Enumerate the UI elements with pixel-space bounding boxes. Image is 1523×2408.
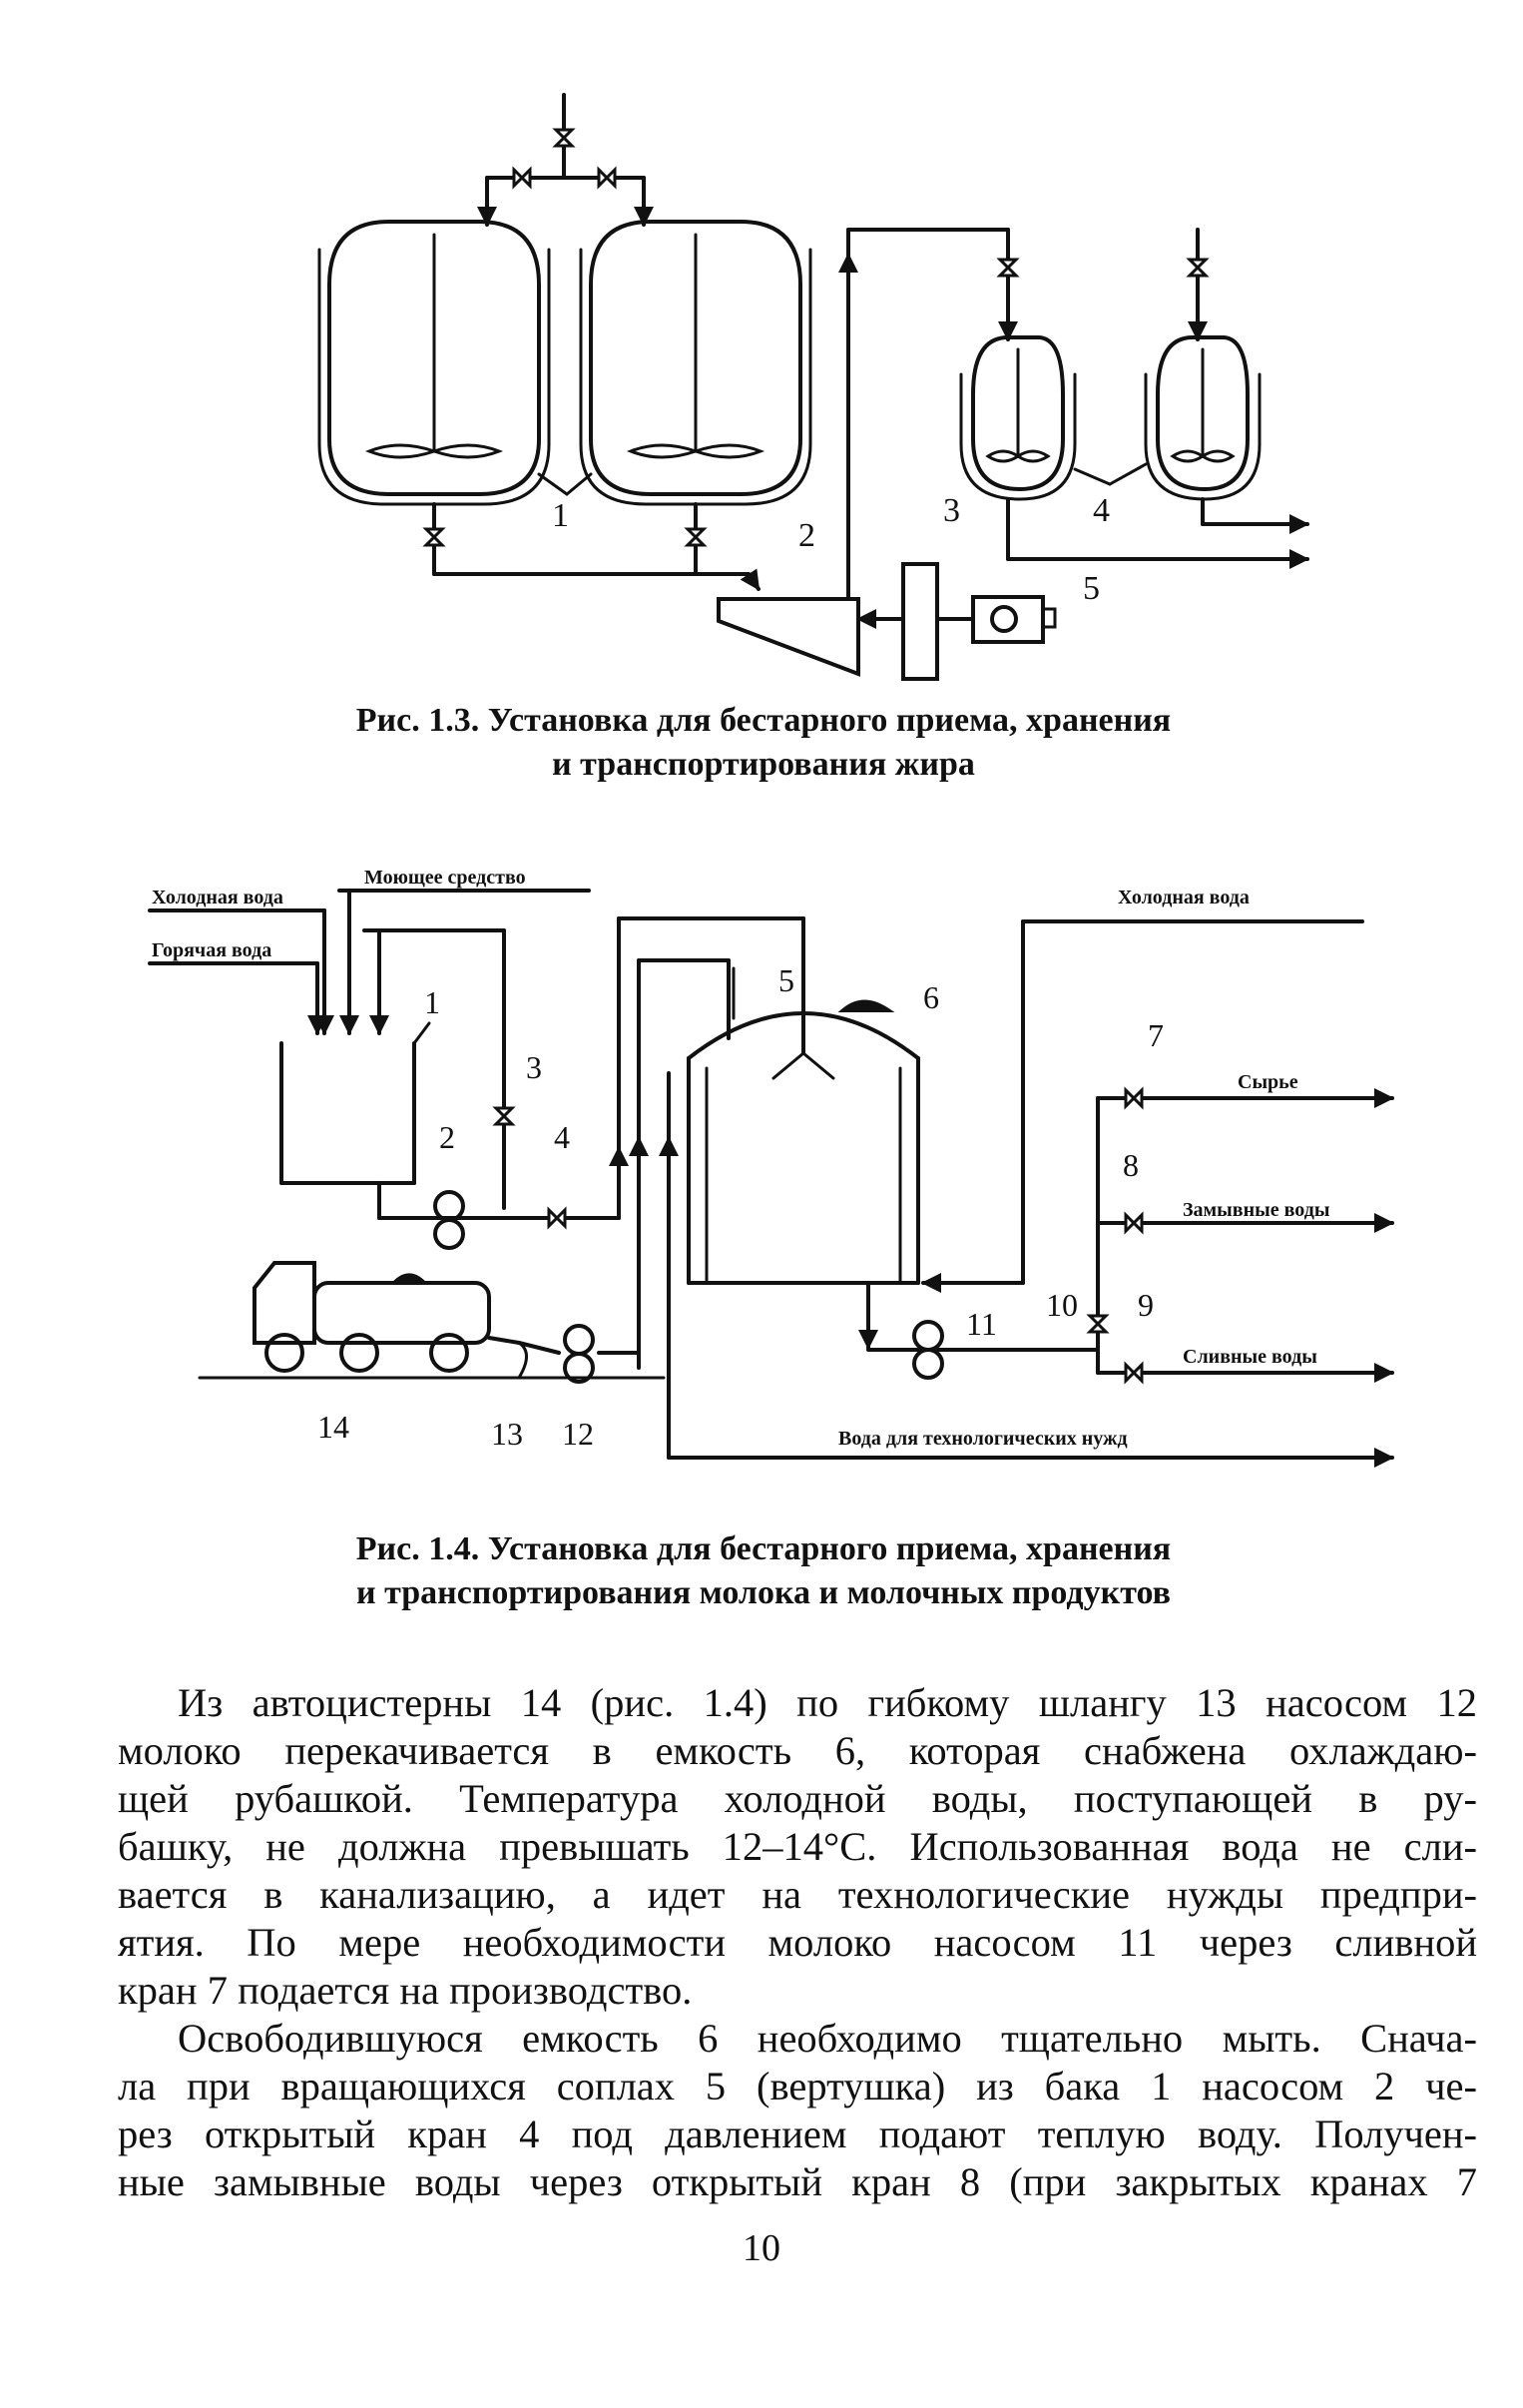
text-line: башку, не должна превышать 12–14°С. Испо… [118, 1824, 1477, 1869]
label-8: 8 [1123, 1147, 1139, 1183]
label-4: 4 [1093, 492, 1110, 529]
label-7: 7 [1148, 1017, 1164, 1053]
hot-water-label: Горячая вода [152, 939, 271, 961]
fat-drain-line [422, 502, 761, 591]
milk-tanker-14 [198, 1261, 666, 1384]
text-line: Освободившуюся емкость 6 необходимо тщат… [178, 2016, 1477, 2061]
filter-3 [856, 562, 975, 681]
wash-water-label: Замывные воды [1183, 1199, 1330, 1221]
label-10: 10 [1046, 1287, 1078, 1323]
figure-1-4-stream-labels: Холодная вода Горячая вода Моющее средст… [152, 867, 1330, 1450]
label-1: 1 [424, 984, 440, 1020]
caption-line: и транспортирования жира [552, 746, 975, 783]
figure-1-3-numbers: 1 2 3 4 5 [552, 492, 1110, 607]
text-line: ятия. По мере необходимости молоко насос… [118, 1920, 1477, 1965]
drain-pump-11 [858, 1281, 1100, 1380]
process-water-label: Вода для технологических нужд [838, 1428, 1128, 1450]
label-5: 5 [1083, 570, 1100, 607]
text-line: ла при вращающихся соплах 5 (вертушка) и… [118, 2064, 1477, 2108]
label-9: 9 [1138, 1287, 1154, 1323]
label-2: 2 [439, 1119, 455, 1155]
wash-circuit [377, 916, 805, 1250]
text-line: кран 7 подается на производство. [118, 1968, 693, 2013]
water-feed-lines [148, 889, 591, 1210]
text-line: рез открытый кран 4 под давлением подают… [118, 2111, 1477, 2156]
caption-line: и транспортирования молока и молочных пр… [356, 1574, 1171, 1611]
text-line: щей рубашкой. Температура холодной воды,… [118, 1776, 1477, 1821]
paragraph-1: Из автоцистерны 14 (рис. 1.4) по гибкому… [118, 1679, 1477, 2015]
wash-tank-1 [279, 1021, 431, 1185]
fat-supply-line [477, 93, 654, 227]
caption-line: Рис. 1.3. Установка для бестарного прием… [355, 702, 1172, 739]
body-text: Из автоцистерны 14 (рис. 1.4) по гибкому… [118, 1679, 1477, 2206]
label-4: 4 [554, 1119, 570, 1155]
label-5: 5 [778, 962, 794, 998]
label-11: 11 [966, 1306, 997, 1342]
figure-1-3-caption: Рис. 1.3. Установка для бестарного прием… [200, 699, 1327, 787]
label-14: 14 [317, 1409, 349, 1445]
distribution-valves [1086, 1086, 1394, 1385]
drain-water-label: Сливные воды [1183, 1346, 1317, 1368]
label-12: 12 [562, 1416, 594, 1452]
text-line: молоко перекачивается в емкость 6, котор… [118, 1728, 1477, 1773]
label-6: 6 [923, 979, 939, 1015]
label-1: 1 [552, 497, 569, 534]
label-3: 3 [526, 1049, 542, 1085]
detergent-label: Моющее средство [364, 867, 526, 889]
text-line: Из автоцистерны 14 (рис. 1.4) по гибкому… [178, 1680, 1477, 1725]
label-13: 13 [491, 1416, 523, 1452]
figure-1-4-numbers: 1 2 3 4 5 6 7 8 9 10 11 12 13 14 [317, 962, 1164, 1452]
cooling-water-lines [629, 919, 1394, 1468]
cold-water-left-label: Холодная вода [152, 887, 283, 908]
storage-tank-6 [687, 966, 920, 1285]
figure-1-4-caption: Рис. 1.4. Установка для бестарного прием… [200, 1527, 1327, 1615]
paragraph-2: Освободившуюся емкость 6 необходимо тщат… [118, 2015, 1477, 2206]
label-3: 3 [943, 492, 960, 529]
raw-label: Сырье [1238, 1071, 1298, 1093]
cold-water-right-label: Холодная вода [1118, 887, 1250, 908]
text-line: ные замывные воды через открытый кран 8 … [118, 2159, 1477, 2204]
pump-12 [563, 1324, 595, 1356]
caption-line: Рис. 1.4. Установка для бестарного прием… [355, 1530, 1172, 1567]
label-2: 2 [798, 517, 815, 554]
heater-2 [717, 228, 1010, 677]
text-line: вается в канализацию, а идет на технолог… [118, 1872, 1477, 1917]
pump-2 [433, 1190, 465, 1222]
page-number: 10 [743, 2227, 780, 2269]
pump-5 [971, 595, 1057, 644]
consumer-tanks-4 [959, 228, 1309, 569]
